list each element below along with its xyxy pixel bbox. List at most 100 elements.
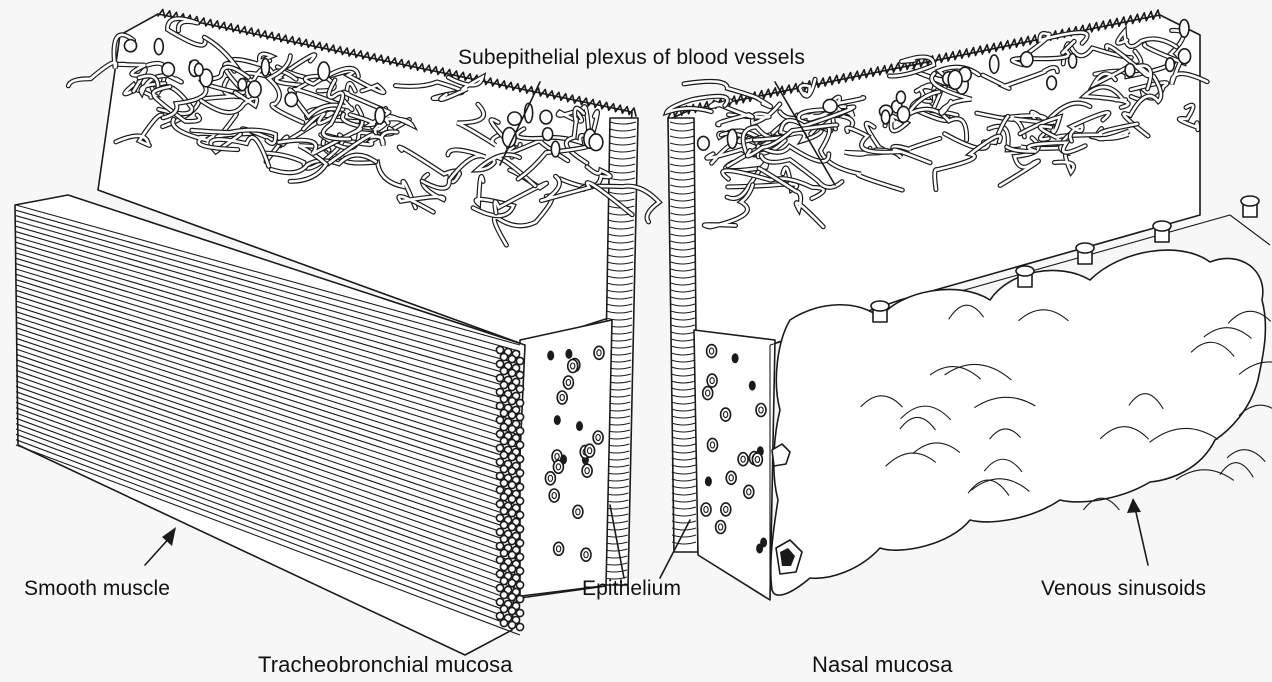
muscle-fibre-end	[500, 367, 507, 374]
muscle-fibre-end	[496, 528, 503, 535]
muscle-fibre-end	[500, 423, 507, 430]
muscle-fibre-end	[508, 369, 515, 376]
muscle-fibre-end	[516, 455, 523, 462]
vessel-opening	[698, 136, 710, 150]
right-lamina-face	[694, 330, 775, 600]
muscle-fibre-end	[496, 388, 503, 395]
vessel-opening	[238, 79, 247, 91]
muscle-fibre-end	[516, 539, 523, 546]
vessel-opening	[375, 107, 385, 124]
vessel-opening	[248, 81, 261, 97]
vessel-stub-opening	[871, 301, 889, 311]
muscle-fibre-end	[508, 453, 515, 460]
muscle-fibre-end	[496, 556, 503, 563]
vessel-section	[549, 489, 559, 502]
muscle-fibre-end	[496, 612, 503, 619]
muscle-fibre-end	[508, 593, 515, 600]
muscle-fibre-end	[508, 579, 515, 586]
vessel-section	[707, 374, 717, 387]
vessel-opening	[318, 62, 329, 81]
vessel-section-filled	[560, 455, 567, 465]
muscle-fibre-end	[496, 444, 503, 451]
vessel-section	[568, 360, 578, 373]
muscle-fibre-end	[516, 371, 523, 378]
muscle-fibre-end	[496, 598, 503, 605]
vessel-section-filled	[554, 415, 561, 425]
muscle-fibre-end	[496, 486, 503, 493]
label-venous-sinusoids: Venous sinusoids	[1041, 577, 1206, 601]
muscle-fibre-end	[496, 346, 503, 353]
vessel-section	[593, 431, 603, 444]
vessel-opening	[1125, 64, 1135, 77]
muscle-fibre-end	[496, 584, 503, 591]
muscle-fibre-end	[516, 399, 523, 406]
vessel-section	[563, 376, 573, 389]
muscle-fibre-end	[508, 425, 515, 432]
muscle-fibre-end	[500, 591, 507, 598]
vessel-opening	[727, 129, 737, 148]
vessel-section	[557, 391, 567, 404]
muscle-fibre-end	[500, 563, 507, 570]
muscle-fibre-end	[496, 416, 503, 423]
vessel-stub-opening	[1016, 266, 1034, 276]
caption-nasal: Nasal mucosa	[812, 652, 953, 678]
vessel-opening	[124, 40, 136, 52]
muscle-fibre-end	[516, 357, 523, 364]
vessel-section-filled	[547, 351, 554, 361]
muscle-fibre-end	[516, 413, 523, 420]
vessel-section	[756, 404, 766, 417]
muscle-fibre-end	[500, 381, 507, 388]
vessel-section-filled	[749, 381, 756, 391]
vessel-section	[545, 472, 555, 485]
muscle-fibre-end	[496, 542, 503, 549]
muscle-fibre-end	[516, 525, 523, 532]
muscle-fibre-end	[508, 481, 515, 488]
vessel-opening	[540, 110, 552, 124]
tracheobronchial-block	[15, 9, 659, 655]
muscle-fibre-end	[500, 521, 507, 528]
muscle-fibre-end	[500, 451, 507, 458]
muscle-fibre-end	[500, 493, 507, 500]
muscle-fibre-end	[516, 595, 523, 602]
vessel-section	[554, 542, 564, 555]
vessel-opening	[948, 70, 962, 89]
muscle-fibre-end	[496, 430, 503, 437]
sinusoid-arrowhead	[1127, 498, 1141, 513]
caption-tracheobronchial: Tracheobronchial mucosa	[258, 652, 513, 678]
vessel-section	[573, 505, 583, 518]
vessel-section	[703, 387, 713, 400]
muscle-fibre-end	[496, 570, 503, 577]
muscle-fibre-end	[516, 581, 523, 588]
vessel-opening	[285, 92, 297, 106]
muscle-fibre-end	[508, 607, 515, 614]
muscle-fibre-end	[500, 353, 507, 360]
label-smooth-muscle: Smooth muscle	[24, 577, 170, 601]
muscle-fibre-end	[500, 577, 507, 584]
muscle-fibre-end	[508, 621, 515, 628]
muscle-fibre-end	[508, 397, 515, 404]
smooth-muscle-fibre-ends	[496, 346, 523, 630]
vessel-section	[594, 346, 604, 359]
muscle-fibre-end	[516, 385, 523, 392]
muscle-fibre-end	[508, 439, 515, 446]
muscle-fibre-end	[500, 479, 507, 486]
muscle-fibre-end	[516, 553, 523, 560]
muscle-fibre-end	[500, 535, 507, 542]
vessel-opening	[1021, 52, 1033, 67]
muscle-fibre-end	[500, 605, 507, 612]
vessel-opening	[881, 110, 889, 124]
muscle-fibre-end	[496, 374, 503, 381]
vessel-opening	[1047, 76, 1057, 89]
muscle-fibre-end	[508, 355, 515, 362]
vessel-opening	[154, 39, 163, 55]
muscle-fibre-end	[508, 537, 515, 544]
vessel-stub-opening	[1153, 221, 1171, 231]
vessel-opening	[1069, 54, 1077, 68]
muscle-fibre-end	[508, 467, 515, 474]
vessel-opening	[543, 128, 553, 141]
muscle-fibre-end	[496, 500, 503, 507]
vessel-section	[582, 464, 592, 477]
muscle-fibre-end	[516, 497, 523, 504]
vessel-section-filled	[565, 349, 572, 359]
